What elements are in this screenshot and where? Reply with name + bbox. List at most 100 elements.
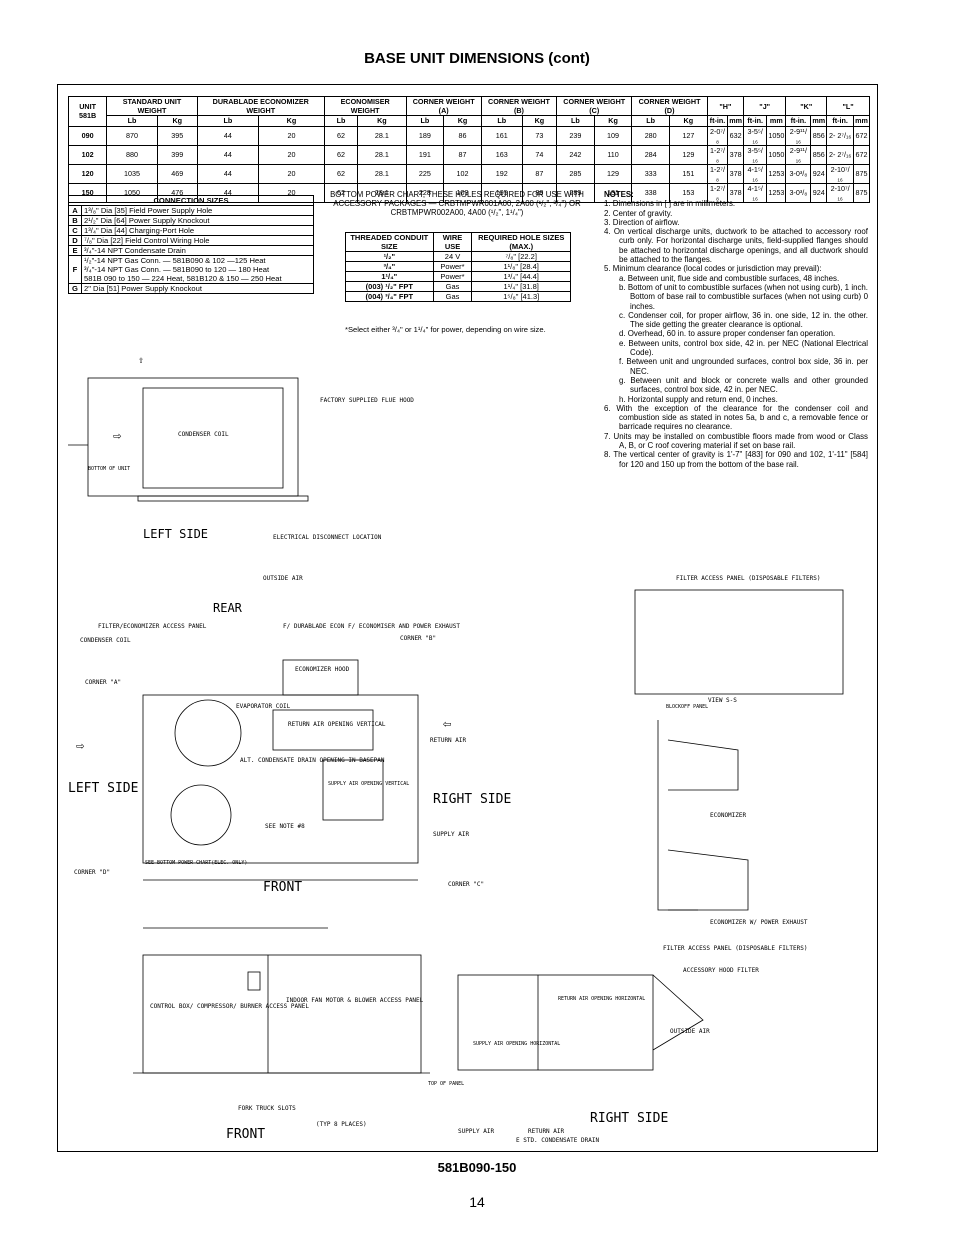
table-cell: 378 xyxy=(727,144,745,165)
table-cell: 875 xyxy=(853,182,870,203)
table-cell: 129 xyxy=(593,163,633,184)
bottom-power-note: *Select either ³/₄" or 1¹/₄" for power, … xyxy=(345,325,546,334)
table-cell: 20 xyxy=(258,125,325,146)
table-cell: 163 xyxy=(480,144,523,165)
connection-text: 1³/₄" Dia [44] Charging-Port Hole xyxy=(81,225,314,236)
table-cell: 44 xyxy=(196,163,260,184)
connection-text: 1³/₈" Dia [35] Field Power Supply Hole xyxy=(81,205,314,216)
connection-text: ⁷/₈" Dia [22] Field Control Wiring Hole xyxy=(81,235,314,246)
left-side-view-top: LEFT SIDE CONDENSER COIL FACTORY SUPPLIE… xyxy=(68,355,414,541)
weights-unit-header: ft-in. xyxy=(785,115,812,127)
table-cell: 399 xyxy=(156,144,198,165)
note-item: g. Between unit and block or concrete wa… xyxy=(619,375,868,395)
connection-text: 2" Dia [51] Power Supply Knockout xyxy=(81,283,314,294)
view-title-left-side-2: LEFT SIDE xyxy=(68,781,138,796)
notes-header: NOTES: xyxy=(604,190,634,199)
weights-unit-header: Kg xyxy=(669,115,708,127)
table-cell: 672 xyxy=(853,144,870,165)
table-cell: 856 xyxy=(810,125,828,146)
table-cell: 87 xyxy=(521,163,558,184)
table-cell: 1050 xyxy=(766,144,787,165)
note-item: 1. Dimensions in [ ] are in millimeters. xyxy=(604,199,736,209)
table-cell: 120 xyxy=(67,163,108,184)
view-title-rear: REAR xyxy=(213,601,243,615)
table-cell: 73 xyxy=(521,125,558,146)
connection-letter: C xyxy=(68,225,82,236)
table-cell: 189 xyxy=(405,125,445,146)
note-item: 5. Minimum clearance (local codes or jur… xyxy=(604,264,822,274)
table-cell: ¹/₂" xyxy=(345,251,434,262)
table-cell: 856 xyxy=(810,144,828,165)
connection-letter: B xyxy=(68,215,82,226)
bottom-power-header: WIRE USE xyxy=(432,232,473,252)
table-cell: 875 xyxy=(853,163,870,184)
note-item: 4. On vertical discharge units, ductwork… xyxy=(604,227,868,265)
table-cell: 090 xyxy=(67,125,108,146)
table-cell: 880 xyxy=(106,144,158,165)
weights-unit-header: Kg xyxy=(443,115,482,127)
connection-letter: G xyxy=(68,283,82,294)
table-cell: 2-10⁷/₁₆ xyxy=(826,163,855,184)
label-return-horiz: RETURN AIR OPENING HORIZONTAL xyxy=(558,996,645,1002)
bottom-power-header: THREADED CONDUIT SIZE xyxy=(345,232,434,252)
table-cell: 87 xyxy=(443,144,482,165)
table-cell: 1-2⁷/₈ xyxy=(706,144,729,165)
note-item: c. Condenser coil, for proper airflow, 3… xyxy=(619,310,868,330)
table-cell: 2- 2⁷/₁₆ xyxy=(826,144,855,165)
view-ss: FILTER ACCESS PANEL (DISPOSABLE FILTERS)… xyxy=(634,575,844,926)
label-filter-econ: FILTER/ECONOMIZER ACCESS PANEL xyxy=(98,623,207,630)
svg-text:⇧: ⇧ xyxy=(138,355,144,366)
connection-letter: E xyxy=(68,245,82,256)
weights-group-header: ECONOMISER WEIGHT xyxy=(323,96,407,116)
table-cell: 44 xyxy=(196,125,260,146)
connection-text: 2¹/₂" Dia [64] Power Supply Knockout xyxy=(81,215,314,226)
connection-sizes-header: CONNECTION SIZES xyxy=(68,195,314,206)
weights-group-header: CORNER WEIGHT (B) xyxy=(480,96,558,116)
note-item: 7. Units may be installed on combustible… xyxy=(604,431,868,451)
label-outside-air-2: OUTSIDE AIR xyxy=(670,1028,710,1035)
table-cell: 1050 xyxy=(766,125,787,146)
notes: NOTES: 1. Dimensions in [ ] are in milli… xyxy=(604,190,868,469)
weights-unit-header: Lb xyxy=(556,115,595,127)
label-supply-horiz: SUPPLY AIR OPENING HORIZONTAL xyxy=(473,1041,560,1047)
table-cell: 151 xyxy=(669,163,708,184)
table-cell: 3-5⁵/₁₆ xyxy=(743,144,768,165)
label-indoor-fan: INDOOR FAN MOTOR & BLOWER ACCESS PANEL xyxy=(286,997,424,1004)
table-cell: 225 xyxy=(405,163,445,184)
connection-letter: D xyxy=(68,235,82,246)
table-cell: 102 xyxy=(443,163,482,184)
label-return-vert: RETURN AIR OPENING VERTICAL xyxy=(288,721,386,728)
weights-unit-header: Kg xyxy=(156,115,198,127)
bottom-power-title: BOTTOM POWER CHART, THESE HOLES REQUIRED… xyxy=(330,190,584,218)
weights-unit-header: ft-in. xyxy=(743,115,768,127)
label-typ8: (TYP 8 PLACES) xyxy=(316,1121,367,1128)
weights-unit-header: Lb xyxy=(405,115,445,127)
label-see-note: SEE NOTE #8 xyxy=(265,823,305,830)
note-item: d. Overhead, 60 in. to assure proper con… xyxy=(619,329,836,339)
label-supply-air: SUPPLY AIR xyxy=(433,831,470,838)
table-cell: 192 xyxy=(480,163,523,184)
table-cell: 20 xyxy=(258,163,325,184)
label-elec-disc: ELECTRICAL DISCONNECT LOCATION xyxy=(273,534,382,541)
table-cell: 110 xyxy=(593,144,633,165)
note-item: b. Bottom of unit to combustible surface… xyxy=(619,282,868,311)
table-cell: 109 xyxy=(593,125,633,146)
table-cell: 1253 xyxy=(766,163,787,184)
weights-group-header: "K" xyxy=(785,96,828,116)
table-cell: 161 xyxy=(480,125,523,146)
weights-unit-header: Lb xyxy=(106,115,158,127)
table-cell: 129 xyxy=(669,144,708,165)
view-title-right-side-1: RIGHT SIDE xyxy=(433,792,511,807)
weights-unit-header: Lb xyxy=(631,115,671,127)
weights-unit-header: mm xyxy=(727,115,745,127)
table-cell: 1-2⁷/₈ xyxy=(706,163,729,184)
weights-unit-header: mm xyxy=(810,115,828,127)
front-view: CONTROL BOX/ COMPRESSOR/ BURNER ACCESS P… xyxy=(133,954,430,1142)
table-cell: 24 V xyxy=(432,251,473,262)
